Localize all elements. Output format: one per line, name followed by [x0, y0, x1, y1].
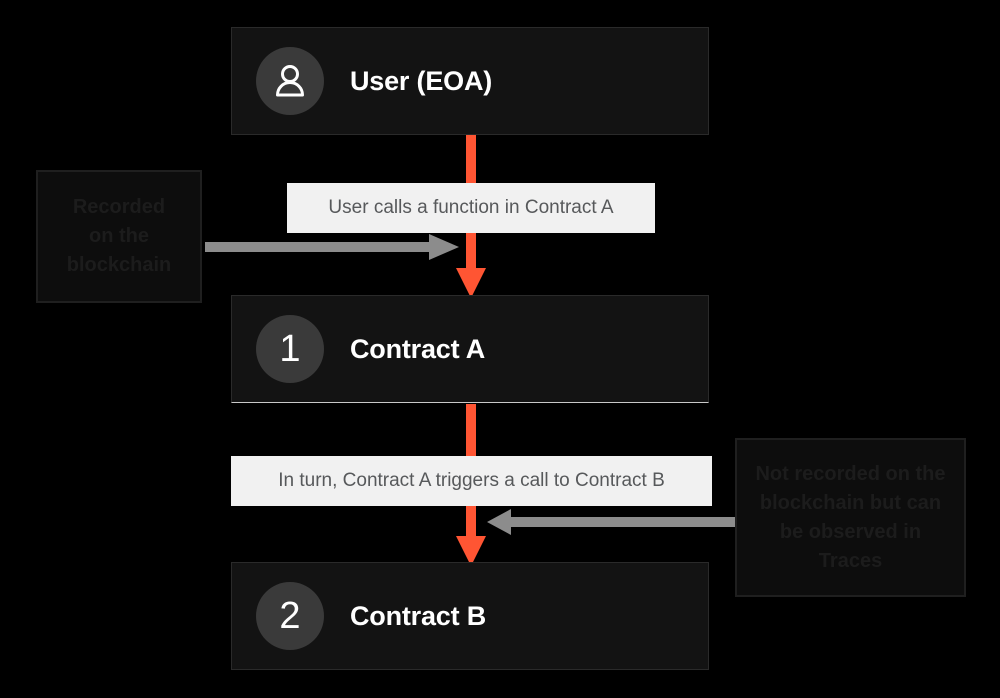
node-user[interactable]: User (EOA) [231, 27, 709, 135]
node-user-label: User (EOA) [350, 65, 493, 96]
callout-left-line-2: on the [88, 225, 149, 247]
callout-right-line-2: blockchain but can [759, 491, 942, 514]
callout-left-line-3: blockchain [66, 254, 172, 276]
callout-right-line-3: be observed in [779, 520, 922, 543]
edge-label-contract-a-to-contract-b-text: In turn, Contract A triggers a call to C… [278, 470, 665, 491]
callout-right-line-4: Traces [818, 549, 883, 572]
callout-left-line-1: Recorded [72, 196, 166, 218]
callout-recorded-on-blockchain: Recorded on the blockchain [36, 170, 202, 303]
node-contract-a[interactable]: 1 Contract A [231, 295, 709, 403]
callout-right-line-1: Not recorded on the [755, 462, 946, 485]
node-contract-a-badge: 1 [256, 315, 324, 383]
edge-label-contract-a-to-contract-b: In turn, Contract A triggers a call to C… [231, 456, 712, 506]
person-icon [256, 47, 324, 115]
callout-right-arrow [487, 507, 735, 537]
node-contract-b-label: Contract B [350, 600, 487, 631]
edge-label-user-to-contract-a-text: User calls a function in Contract A [328, 197, 614, 218]
callout-not-recorded-traces: Not recorded on the blockchain but can b… [735, 438, 966, 597]
callout-left-arrow [205, 232, 460, 262]
node-contract-b[interactable]: 2 Contract B [231, 562, 709, 670]
edge-label-user-to-contract-a: User calls a function in Contract A [287, 183, 655, 233]
node-contract-a-label: Contract A [350, 333, 486, 364]
node-contract-b-badge: 2 [256, 582, 324, 650]
